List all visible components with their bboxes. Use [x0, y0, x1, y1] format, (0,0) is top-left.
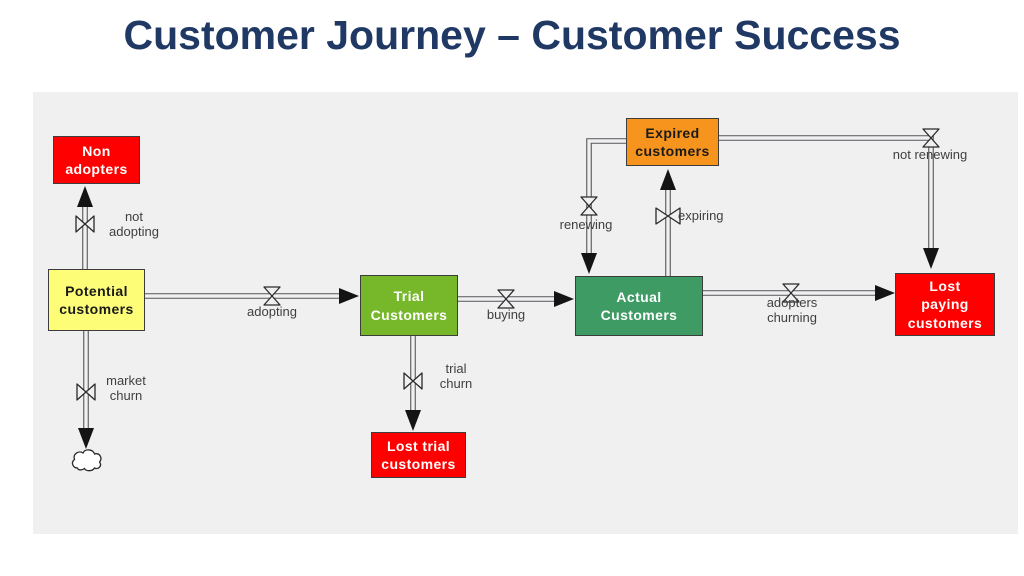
arrow-down-icon — [405, 410, 421, 431]
stock-potential-customers: Potential customers — [48, 269, 145, 331]
flow-adopting — [145, 286, 359, 306]
flow-label-trial-churn: trial churn — [439, 361, 473, 391]
flow-label-not-renewing: not renewing — [892, 147, 968, 162]
valve-icon — [497, 289, 515, 309]
valve-icon — [263, 286, 281, 306]
arrow-right-icon — [339, 288, 359, 304]
stock-trial-customers: Trial Customers — [360, 275, 458, 336]
valve-icon — [655, 207, 681, 225]
page-title: Customer Journey – Customer Success — [123, 12, 901, 58]
stock-expired-customers: Expired customers — [626, 118, 719, 166]
arrow-right-icon — [875, 285, 895, 301]
flow-expiring — [655, 169, 681, 276]
arrow-down-icon — [581, 253, 597, 274]
valve-icon — [76, 383, 96, 401]
valve-icon — [922, 128, 940, 148]
arrow-down-icon — [78, 428, 94, 449]
flow-trial-churn — [403, 336, 423, 431]
stock-actual-customers: Actual Customers — [575, 276, 703, 336]
flow-buying — [458, 289, 574, 309]
arrow-right-icon — [554, 291, 574, 307]
valve-icon — [580, 196, 598, 216]
cloud-sink-icon — [71, 449, 102, 472]
flow-label-expiring: expiring — [678, 208, 724, 223]
flow-label-adopting: adopting — [247, 304, 297, 319]
arrow-down-icon — [923, 248, 939, 269]
arrow-up-icon — [660, 169, 676, 190]
flow-label-renewing: renewing — [559, 217, 613, 232]
valve-icon — [403, 372, 423, 390]
valve-icon — [782, 283, 800, 303]
arrow-up-icon — [77, 186, 93, 207]
stock-lost-trial-customers: Lost trial customers — [371, 432, 466, 478]
stock-lost-paying-customers: Lost paying customers — [895, 273, 995, 336]
valve-icon — [75, 215, 95, 233]
flow-renewing — [580, 138, 626, 274]
flow-market-churn — [71, 331, 102, 472]
diagram-panel — [33, 92, 1018, 534]
stock-non-adopters: Non adopters — [53, 136, 140, 184]
flow-label-adopters-churning: adopters churning — [766, 295, 818, 325]
flow-not-adopting — [75, 186, 95, 269]
flow-label-not-adopting: not adopting — [109, 209, 159, 239]
flow-label-market-churn: market churn — [106, 373, 146, 403]
flow-adopters-churning — [703, 283, 895, 303]
flow-not-renewing — [719, 128, 940, 269]
flow-label-buying: buying — [486, 307, 526, 322]
